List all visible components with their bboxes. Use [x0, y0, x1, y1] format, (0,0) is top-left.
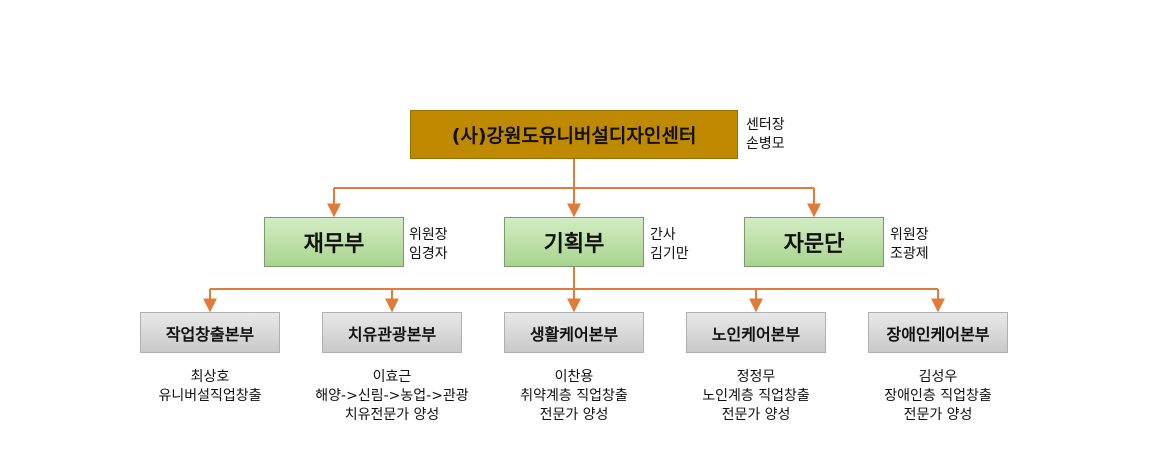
division-name: 노인케어본부 — [711, 324, 801, 344]
department-name: 자문단 — [783, 232, 845, 257]
division-head: 김성우 — [918, 369, 958, 385]
department-box-planning: 기획부 — [504, 217, 644, 267]
division-name: 생활케어본부 — [529, 324, 619, 344]
division-desc-life-care: 이찬용 취약계층 직업창출 전문가 양성 — [474, 368, 674, 425]
division-line: 치유전문가 양성 — [344, 407, 440, 423]
department-role: 위원장 — [890, 227, 929, 243]
division-line: 취약계층 직업창출 — [520, 388, 628, 404]
department-note-planning: 간사 김기만 — [650, 226, 689, 264]
division-head: 이효근 — [372, 369, 412, 385]
division-name: 치유관광본부 — [347, 324, 437, 344]
division-line: 해양->신림->농업->관광 — [315, 388, 469, 404]
division-box-life-care: 생활케어본부 — [504, 312, 644, 353]
department-name: 기획부 — [543, 232, 605, 257]
department-box-finance: 재무부 — [264, 217, 404, 267]
root-person: 손병모 — [746, 136, 785, 152]
root-node-title: (사)강원도유니버설디자인센터 — [451, 125, 697, 147]
department-note-finance: 위원장 임경자 — [409, 226, 448, 264]
division-box-job-creation: 작업창출본부 — [140, 312, 280, 353]
division-desc-senior-care: 정정무 노인계층 직업창출 전문가 양성 — [656, 368, 856, 425]
division-line: 노인계층 직업창출 — [702, 388, 810, 404]
department-role: 위원장 — [409, 227, 448, 243]
department-box-advisory: 자문단 — [744, 217, 884, 267]
division-box-healing-tourism: 치유관광본부 — [322, 312, 462, 353]
root-node-box: (사)강원도유니버설디자인센터 — [410, 110, 738, 159]
division-head: 정정무 — [736, 369, 776, 385]
division-line: 전문가 양성 — [539, 407, 609, 423]
division-head: 최상호 — [190, 369, 230, 385]
department-person: 김기만 — [650, 246, 689, 262]
root-role: 센터장 — [746, 117, 785, 133]
division-desc-job-creation: 최상호 유니버설직업창출 — [110, 368, 310, 406]
root-node-note: 센터장 손병모 — [746, 116, 785, 154]
department-name: 재무부 — [303, 232, 365, 257]
division-desc-healing-tourism: 이효근 해양->신림->농업->관광 치유전문가 양성 — [292, 368, 492, 425]
division-line: 전문가 양성 — [721, 407, 791, 423]
division-line: 유니버설직업창출 — [158, 388, 262, 404]
division-desc-disability-care: 김성우 장애인층 직업창출 전문가 양성 — [838, 368, 1038, 425]
division-name: 장애인케어본부 — [886, 324, 990, 344]
division-box-senior-care: 노인케어본부 — [686, 312, 826, 353]
division-head: 이찬용 — [554, 369, 594, 385]
department-note-advisory: 위원장 조광제 — [890, 226, 929, 264]
division-box-disability-care: 장애인케어본부 — [868, 312, 1008, 353]
division-line: 장애인층 직업창출 — [884, 388, 992, 404]
division-name: 작업창출본부 — [165, 324, 255, 344]
division-line: 전문가 양성 — [903, 407, 973, 423]
department-person: 조광제 — [890, 246, 929, 262]
department-person: 임경자 — [409, 246, 448, 262]
department-role: 간사 — [650, 227, 676, 243]
